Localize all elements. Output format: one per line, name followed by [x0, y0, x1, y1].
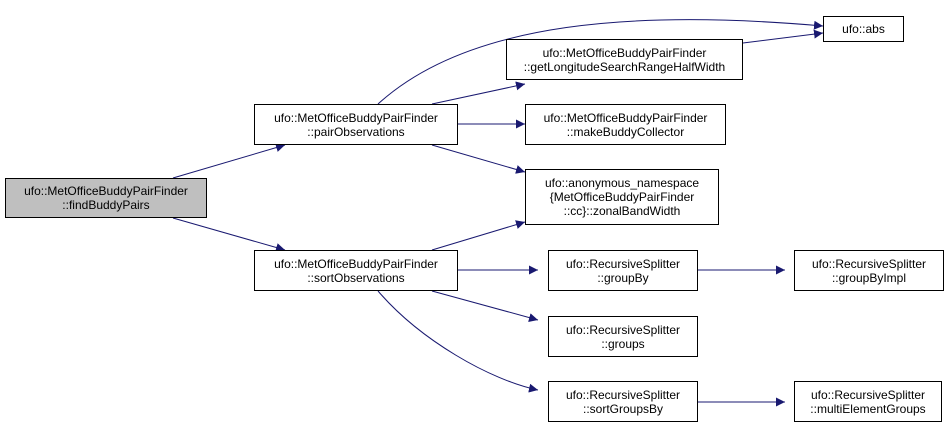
node-label-line: ::groupBy	[597, 270, 649, 285]
node-label-line: ufo::MetOfficeBuddyPairFinder	[543, 110, 708, 125]
node-multi-element-groups[interactable]: ufo::RecursiveSplitter ::multiElementGro…	[794, 381, 942, 422]
edge-findbuddypairs-sortobservations	[172, 217, 286, 252]
node-group-by-impl[interactable]: ufo::RecursiveSplitter ::groupByImpl	[794, 250, 944, 291]
node-label-line: ufo::RecursiveSplitter	[565, 322, 681, 337]
node-groups[interactable]: ufo::RecursiveSplitter ::groups	[548, 316, 698, 357]
edge-getlongitude-abs	[742, 29, 824, 44]
node-label-line: ::groupByImpl	[831, 270, 907, 285]
node-label-line: ::getLongitudeSearchRangeHalfWidth	[523, 59, 726, 74]
node-label-line: ::makeBuddyCollector	[566, 124, 685, 139]
edge-pairobservations-zonalbandwidth	[431, 144, 526, 174]
node-zonal-band-width[interactable]: ufo::anonymous_namespace {MetOfficeBuddy…	[525, 169, 719, 225]
node-pair-observations[interactable]: ufo::MetOfficeBuddyPairFinder ::pairObse…	[254, 104, 458, 145]
node-label-line: ::groups	[601, 336, 645, 351]
node-label-line: ufo::MetOfficeBuddyPairFinder	[24, 184, 188, 198]
node-sort-observations[interactable]: ufo::MetOfficeBuddyPairFinder ::sortObse…	[254, 250, 458, 291]
node-sort-groups-by[interactable]: ufo::RecursiveSplitter ::sortGroupsBy	[548, 381, 698, 422]
node-label-line: ufo::abs	[842, 22, 885, 36]
node-label-line: ufo::MetOfficeBuddyPairFinder	[274, 110, 438, 125]
edge-sortobservations-zonalbandwidth	[431, 220, 526, 251]
node-label-line: ::pairObservations	[307, 124, 405, 139]
node-label-line: ufo::RecursiveSplitter	[565, 387, 681, 402]
edge-findbuddypairs-pairobservations	[172, 143, 286, 179]
node-label-line: {MetOfficeBuddyPairFinder	[549, 190, 695, 204]
node-label-line: ufo::RecursiveSplitter	[810, 387, 926, 402]
node-label-line: ::sortGroupsBy	[582, 401, 664, 416]
edge-sortobservations-sortgroupsby	[377, 290, 539, 393]
node-get-longitude-search-range[interactable]: ufo::MetOfficeBuddyPairFinder ::getLongi…	[506, 39, 743, 80]
node-label-line: ufo::anonymous_namespace	[544, 176, 700, 190]
node-abs[interactable]: ufo::abs	[823, 16, 904, 42]
node-find-buddy-pairs: ufo::MetOfficeBuddyPairFinder ::findBudd…	[5, 178, 207, 218]
node-label-line: ::cc}::zonalBandWidth	[563, 204, 681, 218]
node-group-by[interactable]: ufo::RecursiveSplitter ::groupBy	[548, 250, 698, 291]
edge-pairobservations-abs	[377, 19, 824, 105]
node-label-line: ufo::RecursiveSplitter	[565, 256, 681, 271]
node-label-line: ufo::MetOfficeBuddyPairFinder	[542, 45, 707, 60]
edge-sortobservations-groups	[431, 290, 539, 322]
node-label-line: ufo::RecursiveSplitter	[811, 256, 927, 271]
node-label-line: ::multiElementGroups	[810, 401, 926, 416]
edge-pairobservations-getlongitude	[431, 81, 526, 105]
node-label-line: ::sortObservations	[307, 270, 405, 285]
node-make-buddy-collector[interactable]: ufo::MetOfficeBuddyPairFinder ::makeBudd…	[525, 104, 726, 145]
node-label-line: ::findBuddyPairs	[62, 198, 150, 212]
node-label-line: ufo::MetOfficeBuddyPairFinder	[274, 256, 438, 271]
